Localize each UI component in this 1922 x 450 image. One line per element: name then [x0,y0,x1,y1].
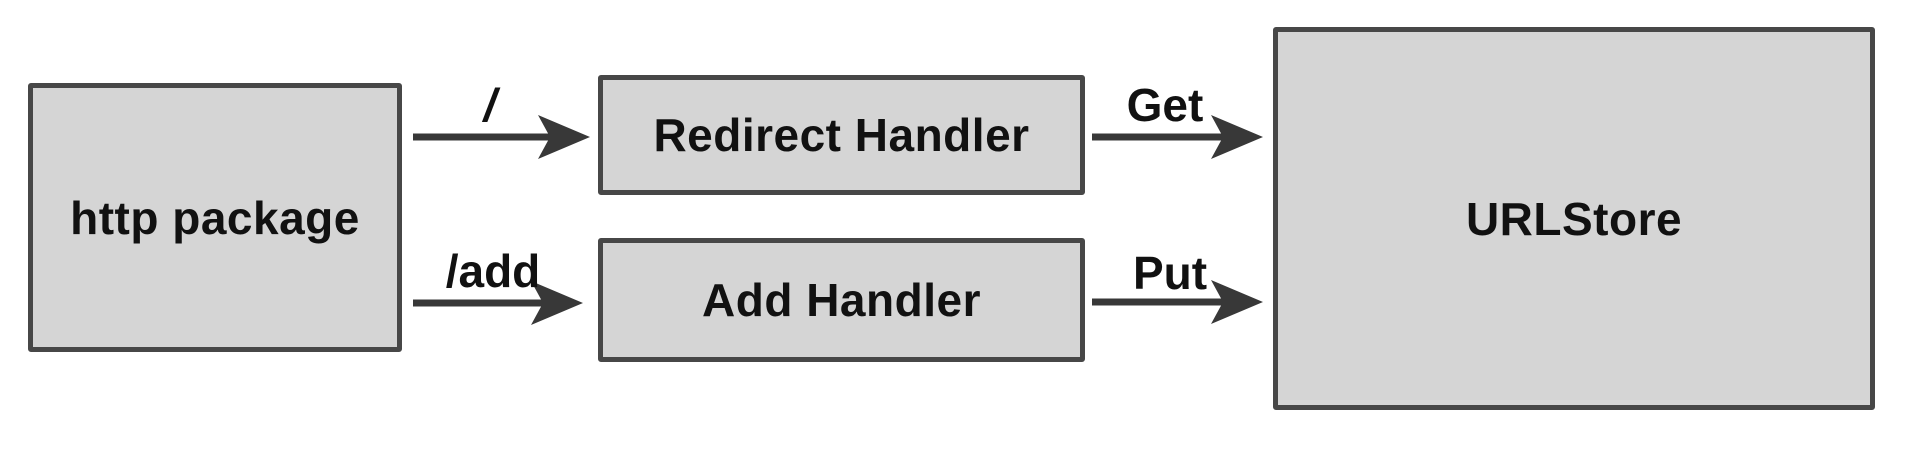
arrowhead-right-icon [1211,280,1263,324]
node-label: Add Handler [702,274,981,326]
edge-arrow-get [1092,115,1263,159]
edge-arrow-add [413,281,583,325]
arrowhead-right-icon [1211,115,1263,159]
node-redirect-handler: Redirect Handler [598,75,1085,195]
edge-arrow-root [413,115,590,159]
node-label: URLStore [1465,192,1683,245]
arrowhead-right-icon [531,281,583,325]
node-label: http package [70,191,360,244]
edge-label-root: / [483,79,497,131]
node-http-package: http package [28,83,402,352]
node-urlstore: URLStore [1273,27,1875,410]
edge-label-add: /add [445,245,541,297]
node-add-handler: Add Handler [598,238,1085,362]
edge-label-get: Get [1126,79,1204,131]
edge-arrow-put [1092,280,1263,324]
node-label: Redirect Handler [653,109,1030,161]
arrowhead-right-icon [538,115,590,159]
edge-label-put: Put [1132,247,1208,299]
